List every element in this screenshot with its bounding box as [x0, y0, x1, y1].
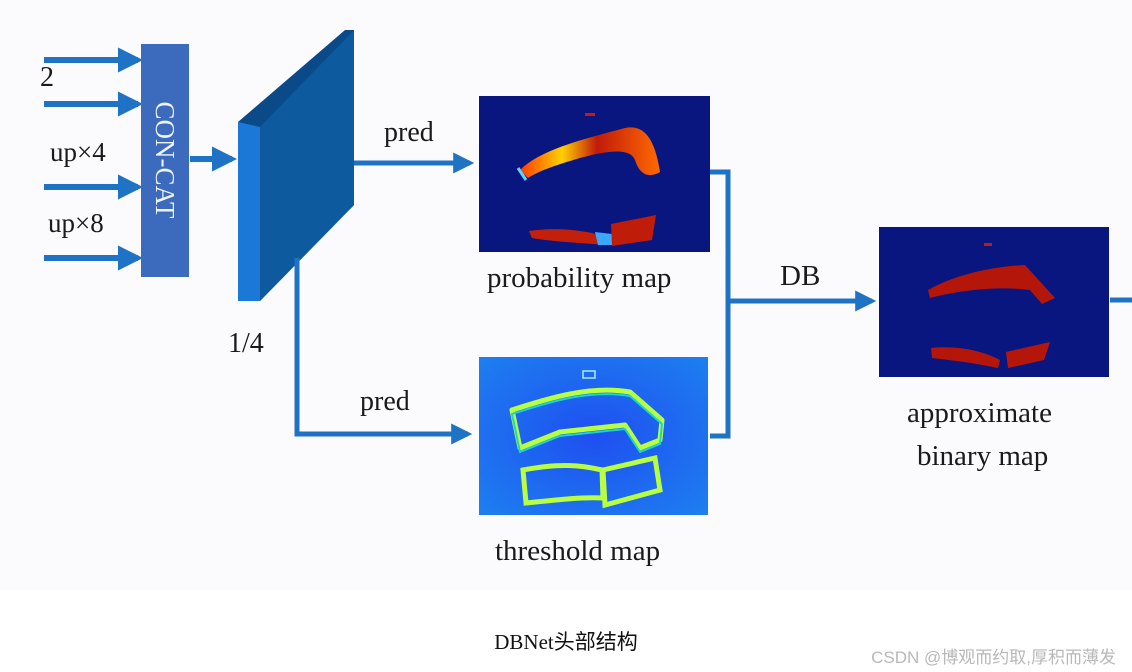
probability-map-image: [479, 96, 710, 252]
threshold-map-image: [479, 357, 708, 515]
feature-scale-label: 1/4: [228, 328, 264, 359]
db-label: DB: [780, 260, 821, 292]
csdn-watermark: CSDN @博观而约取,厚积而薄发: [871, 648, 1116, 667]
concat-box: [141, 44, 189, 277]
threshold-map-label: threshold map: [495, 535, 661, 567]
feature-map-block: [238, 30, 354, 301]
concat-label: CON-CAT: [150, 101, 180, 219]
pred-label-threshold: pred: [360, 386, 410, 417]
input-label-1: 2: [40, 62, 54, 93]
input-label-up4: up×4: [50, 137, 106, 167]
input-label-up8: up×8: [48, 208, 104, 238]
binary-map-label-line2: binary map: [917, 440, 1049, 472]
binary-map-image: [879, 227, 1109, 377]
input-arrows: [44, 47, 144, 271]
db-merge-lines: [710, 169, 731, 439]
pred-label-probability: pred: [384, 117, 434, 148]
pred-arrow-threshold: [294, 258, 473, 445]
figure-caption: DBNet头部结构: [494, 630, 638, 654]
probability-map-label: probability map: [487, 262, 672, 294]
binary-map-label-line1: approximate: [907, 397, 1052, 429]
